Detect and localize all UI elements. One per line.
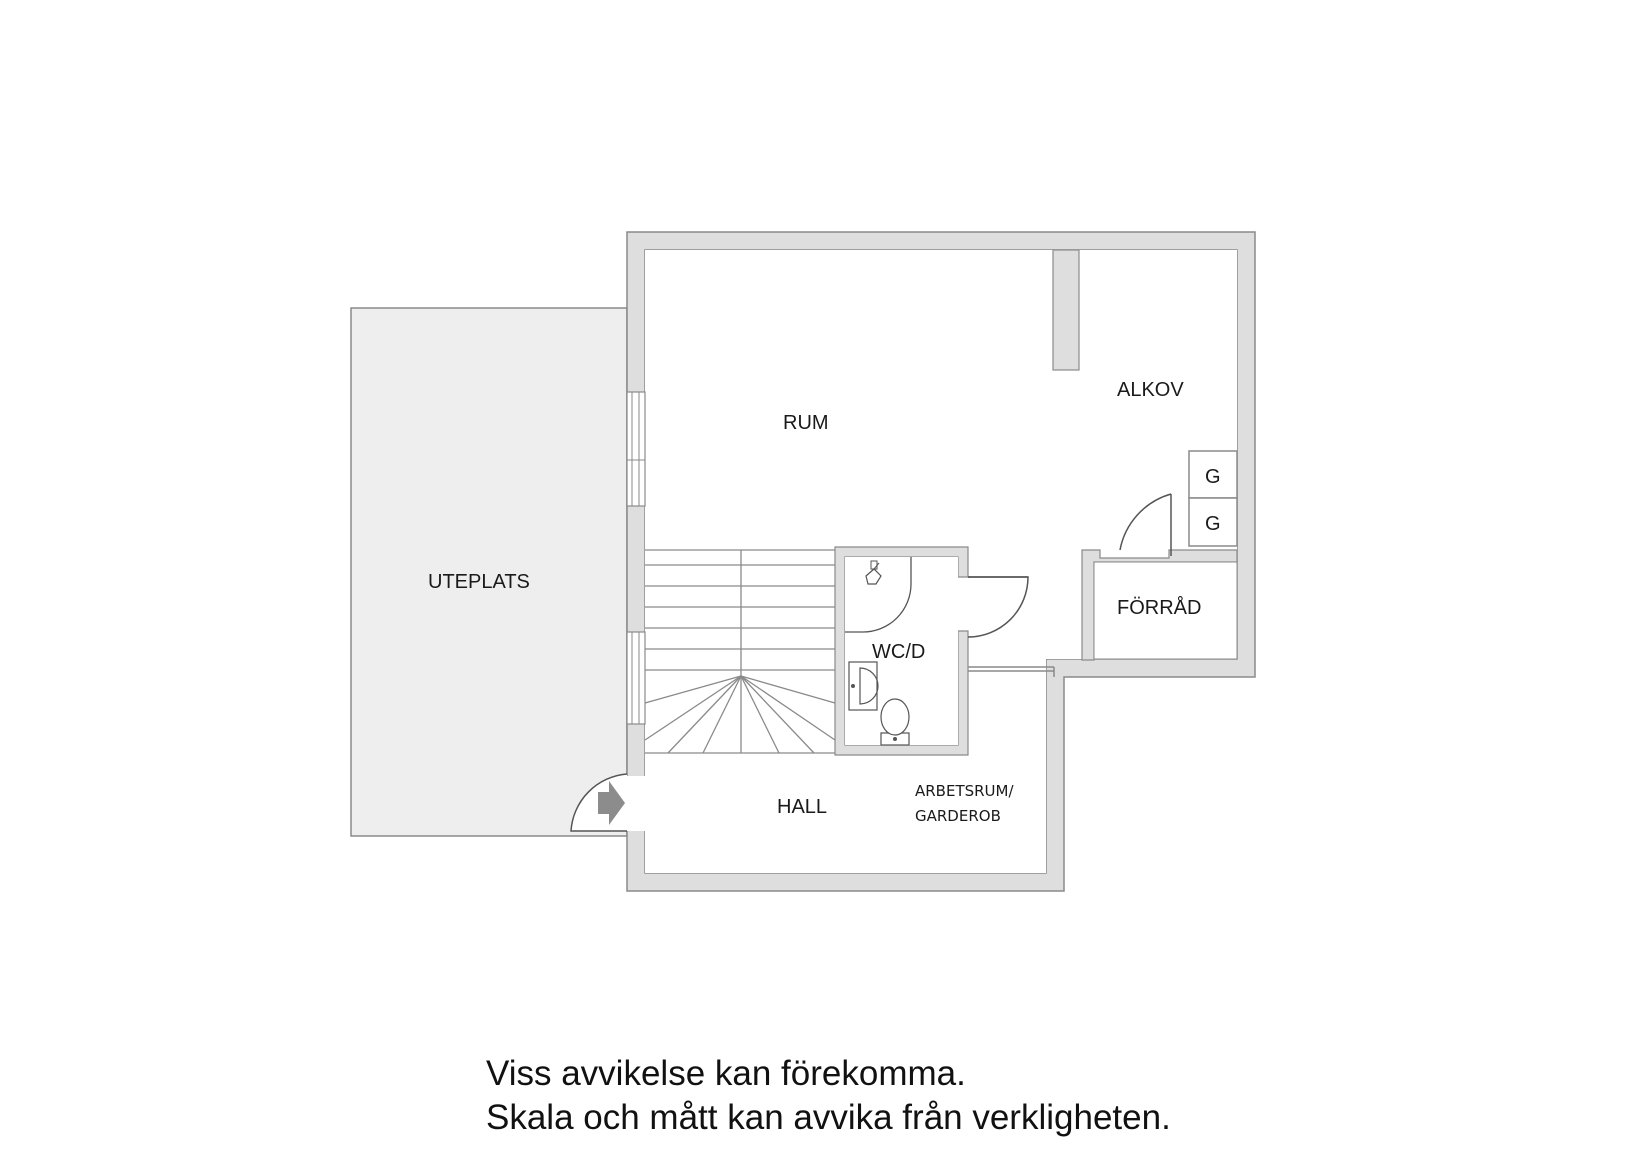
- toilet-icon: [880, 698, 910, 746]
- sink-icon: [848, 661, 879, 711]
- room-label-hall: HALL: [777, 796, 827, 818]
- room-label-rum: RUM: [783, 412, 829, 434]
- appliance-label-g-bottom: G: [1205, 513, 1221, 535]
- shower-icon: [865, 560, 882, 585]
- room-label-uteplats: UTEPLATS: [428, 571, 530, 593]
- staircase: [644, 549, 836, 754]
- window-upper: [626, 391, 646, 507]
- entrance-arrow-icon: [598, 781, 625, 825]
- entrance-opening: [627, 776, 645, 831]
- appliance-g-bottom: [1188, 497, 1238, 547]
- shower-curve: [845, 557, 912, 633]
- terrace-area: [350, 307, 628, 837]
- window-lower: [626, 631, 646, 725]
- room-label-forrad: FÖRRÅD: [1117, 596, 1201, 619]
- disclaimer-text: Viss avvikelse kan förekomma. Skala och …: [486, 1052, 1171, 1140]
- room-label-arbetsrum: ARBETSRUM/: [915, 782, 1014, 800]
- disclaimer-line-2: Skala och mått kan avvika från verklighe…: [486, 1098, 1171, 1137]
- storage-wall: [1081, 549, 1238, 661]
- storage-door: [1119, 493, 1172, 551]
- partition-pillar: [1052, 249, 1080, 371]
- room-label-alkov: ALKOV: [1117, 379, 1184, 401]
- room-label-wc: WC/D: [872, 641, 925, 663]
- storage-floor: [1093, 561, 1238, 660]
- wc-door: [967, 576, 1029, 638]
- appliance-label-g-top: G: [1205, 466, 1221, 488]
- room-label-garderob: GARDEROB: [915, 807, 1001, 825]
- disclaimer-line-1: Viss avvikelse kan förekomma.: [486, 1054, 966, 1093]
